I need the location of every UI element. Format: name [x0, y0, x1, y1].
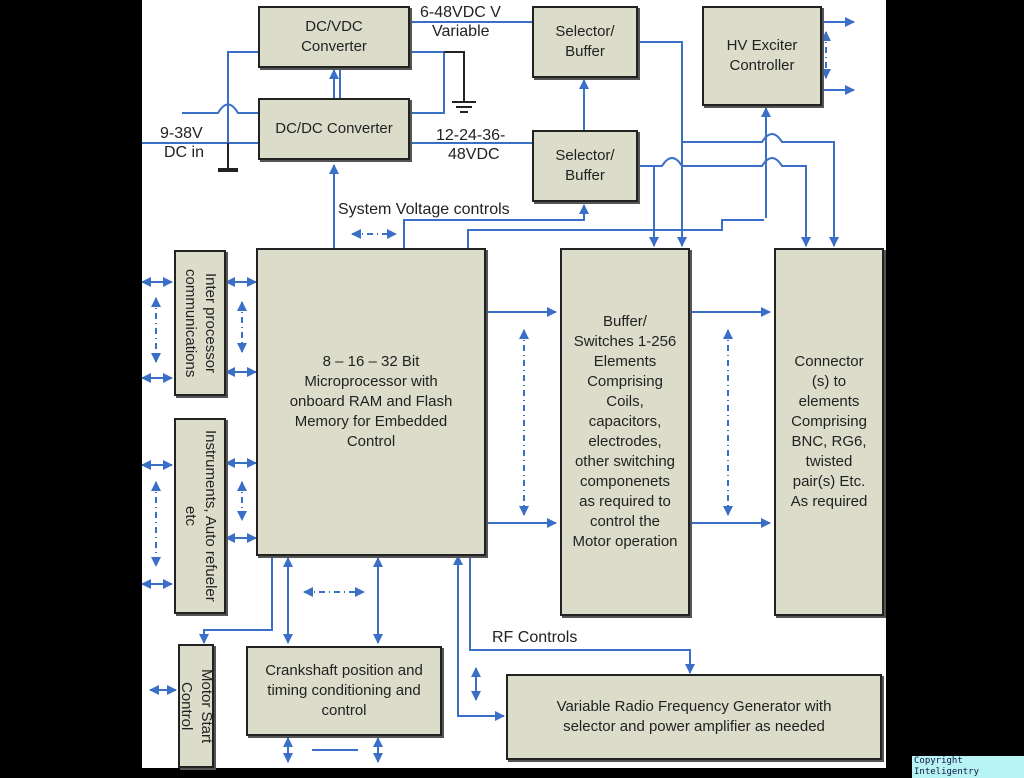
connection-lines — [142, 17, 855, 763]
microprocessor-block: 8 – 16 – 32 Bit Microprocessor with onbo… — [256, 248, 486, 556]
fixed-output-label: 12-24-36- — [436, 127, 506, 144]
inter-processor-communications-block: Inter processor communications — [174, 250, 226, 396]
selector-buffer-2-block: Selector/ Buffer — [532, 130, 638, 202]
crankshaft-block: Crankshaft position and timing condition… — [246, 646, 442, 736]
connector-block: Connector (s) to elements Comprising BNC… — [774, 248, 884, 616]
rf-generator-block: Variable Radio Frequency Generator with … — [506, 674, 882, 760]
motor-start-control-block: Motor Start Control — [178, 644, 215, 768]
buffer-switches-block: Buffer/ Switches 1-256 Elements Comprisi… — [560, 248, 690, 616]
fixed-output-label-2: 48VDC — [448, 146, 500, 163]
system-voltage-controls-label: System Voltage controls — [338, 201, 510, 218]
variable-output-label-2: Variable — [432, 23, 490, 40]
dc-input-label: 9-38V — [160, 125, 203, 142]
variable-output-label: 6-48VDC V — [420, 4, 501, 21]
rf-controls-label: RF Controls — [492, 629, 578, 646]
instruments-block: Instruments, Auto refueler etc — [174, 418, 226, 614]
dcdc-converter-block: DC/DC Converter — [258, 98, 410, 160]
hv-exciter-controller-block: HV Exciter Controller — [702, 6, 822, 106]
copyright-notice: Copyright Inteligentry — [912, 756, 1024, 778]
selector-buffer-1-block: Selector/ Buffer — [532, 6, 638, 78]
block-diagram: DC/VDC Converter DC/DC Converter Selecto… — [142, 0, 886, 768]
dc-input-label-2: DC in — [164, 144, 205, 161]
dcvdc-converter-block: DC/VDC Converter — [258, 6, 410, 68]
